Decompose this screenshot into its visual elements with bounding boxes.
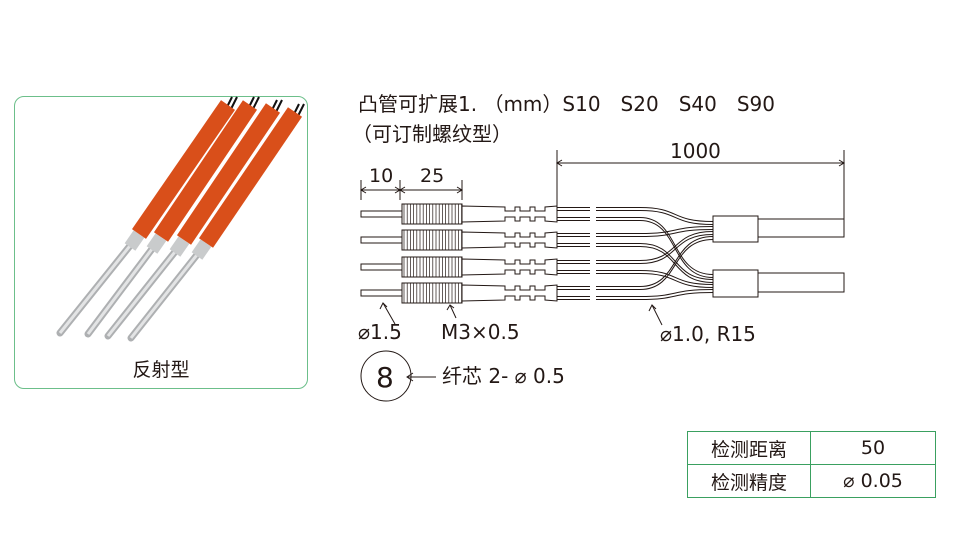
fiber-sensor [84,96,260,338]
probe [360,256,558,278]
fiber [557,231,714,264]
spec-table: 检测距离 50 检测精度 ⌀ 0.05 [687,431,936,498]
fiber-core-section [360,350,412,402]
thread-spec: M3×0.5 [441,320,520,344]
fiber-spec: ⌀1.0, R15 [660,322,756,346]
fiber [557,243,714,283]
fiber-sensor [104,99,283,340]
drawing-title: 凸管可扩展1. （mm）S10 S20 S40 S90 [358,92,775,116]
fiber [557,226,714,237]
probe-outlines [360,203,558,304]
spec-value: ⌀ 0.05 [810,464,936,498]
spec-label: 检测距离 [687,431,811,465]
tip-diameter: ⌀1.5 [358,320,402,344]
fiber [557,236,714,290]
fiber-bundle [557,207,714,300]
fiber-sensor-photo [56,96,305,342]
dim-cable-length: 1000 [670,139,721,163]
probe [360,229,558,251]
spec-value: 50 [810,431,936,465]
fiber-sensor [127,103,305,342]
spec-label: 检测精度 [687,464,811,498]
table-row: 检测精度 ⌀ 0.05 [687,464,936,498]
table-row: 检测距离 50 [687,431,936,465]
fiber [557,217,714,278]
fiber [557,270,714,288]
product-type-label: 反射型 [132,359,190,381]
connector-block-2 [712,269,759,298]
probe [360,203,558,225]
dim-thread-length: 25 [420,165,444,187]
fiber [557,289,714,300]
connector-block-1 [712,215,759,243]
dimension-drawing: 凸管可扩展1. （mm）S10 S20 S40 S90 （可订制螺纹型） 10 … [352,92,845,402]
connector-cable-2 [757,272,845,293]
core-spec: 纤芯 2- ⌀ 0.5 [442,364,565,388]
fiber [557,207,714,225]
dimension-lines [360,150,845,230]
dim-tip-length: 10 [369,165,393,187]
connector-cable-1 [757,218,845,238]
fiber-sensor [56,96,238,337]
leader-arrows [360,302,663,402]
drawing-subtitle: （可订制螺纹型） [352,122,512,146]
core-symbol: 8 [376,361,394,394]
connectors [712,215,845,298]
probe [360,282,558,304]
product-image-card: 反射型 [14,96,308,389]
